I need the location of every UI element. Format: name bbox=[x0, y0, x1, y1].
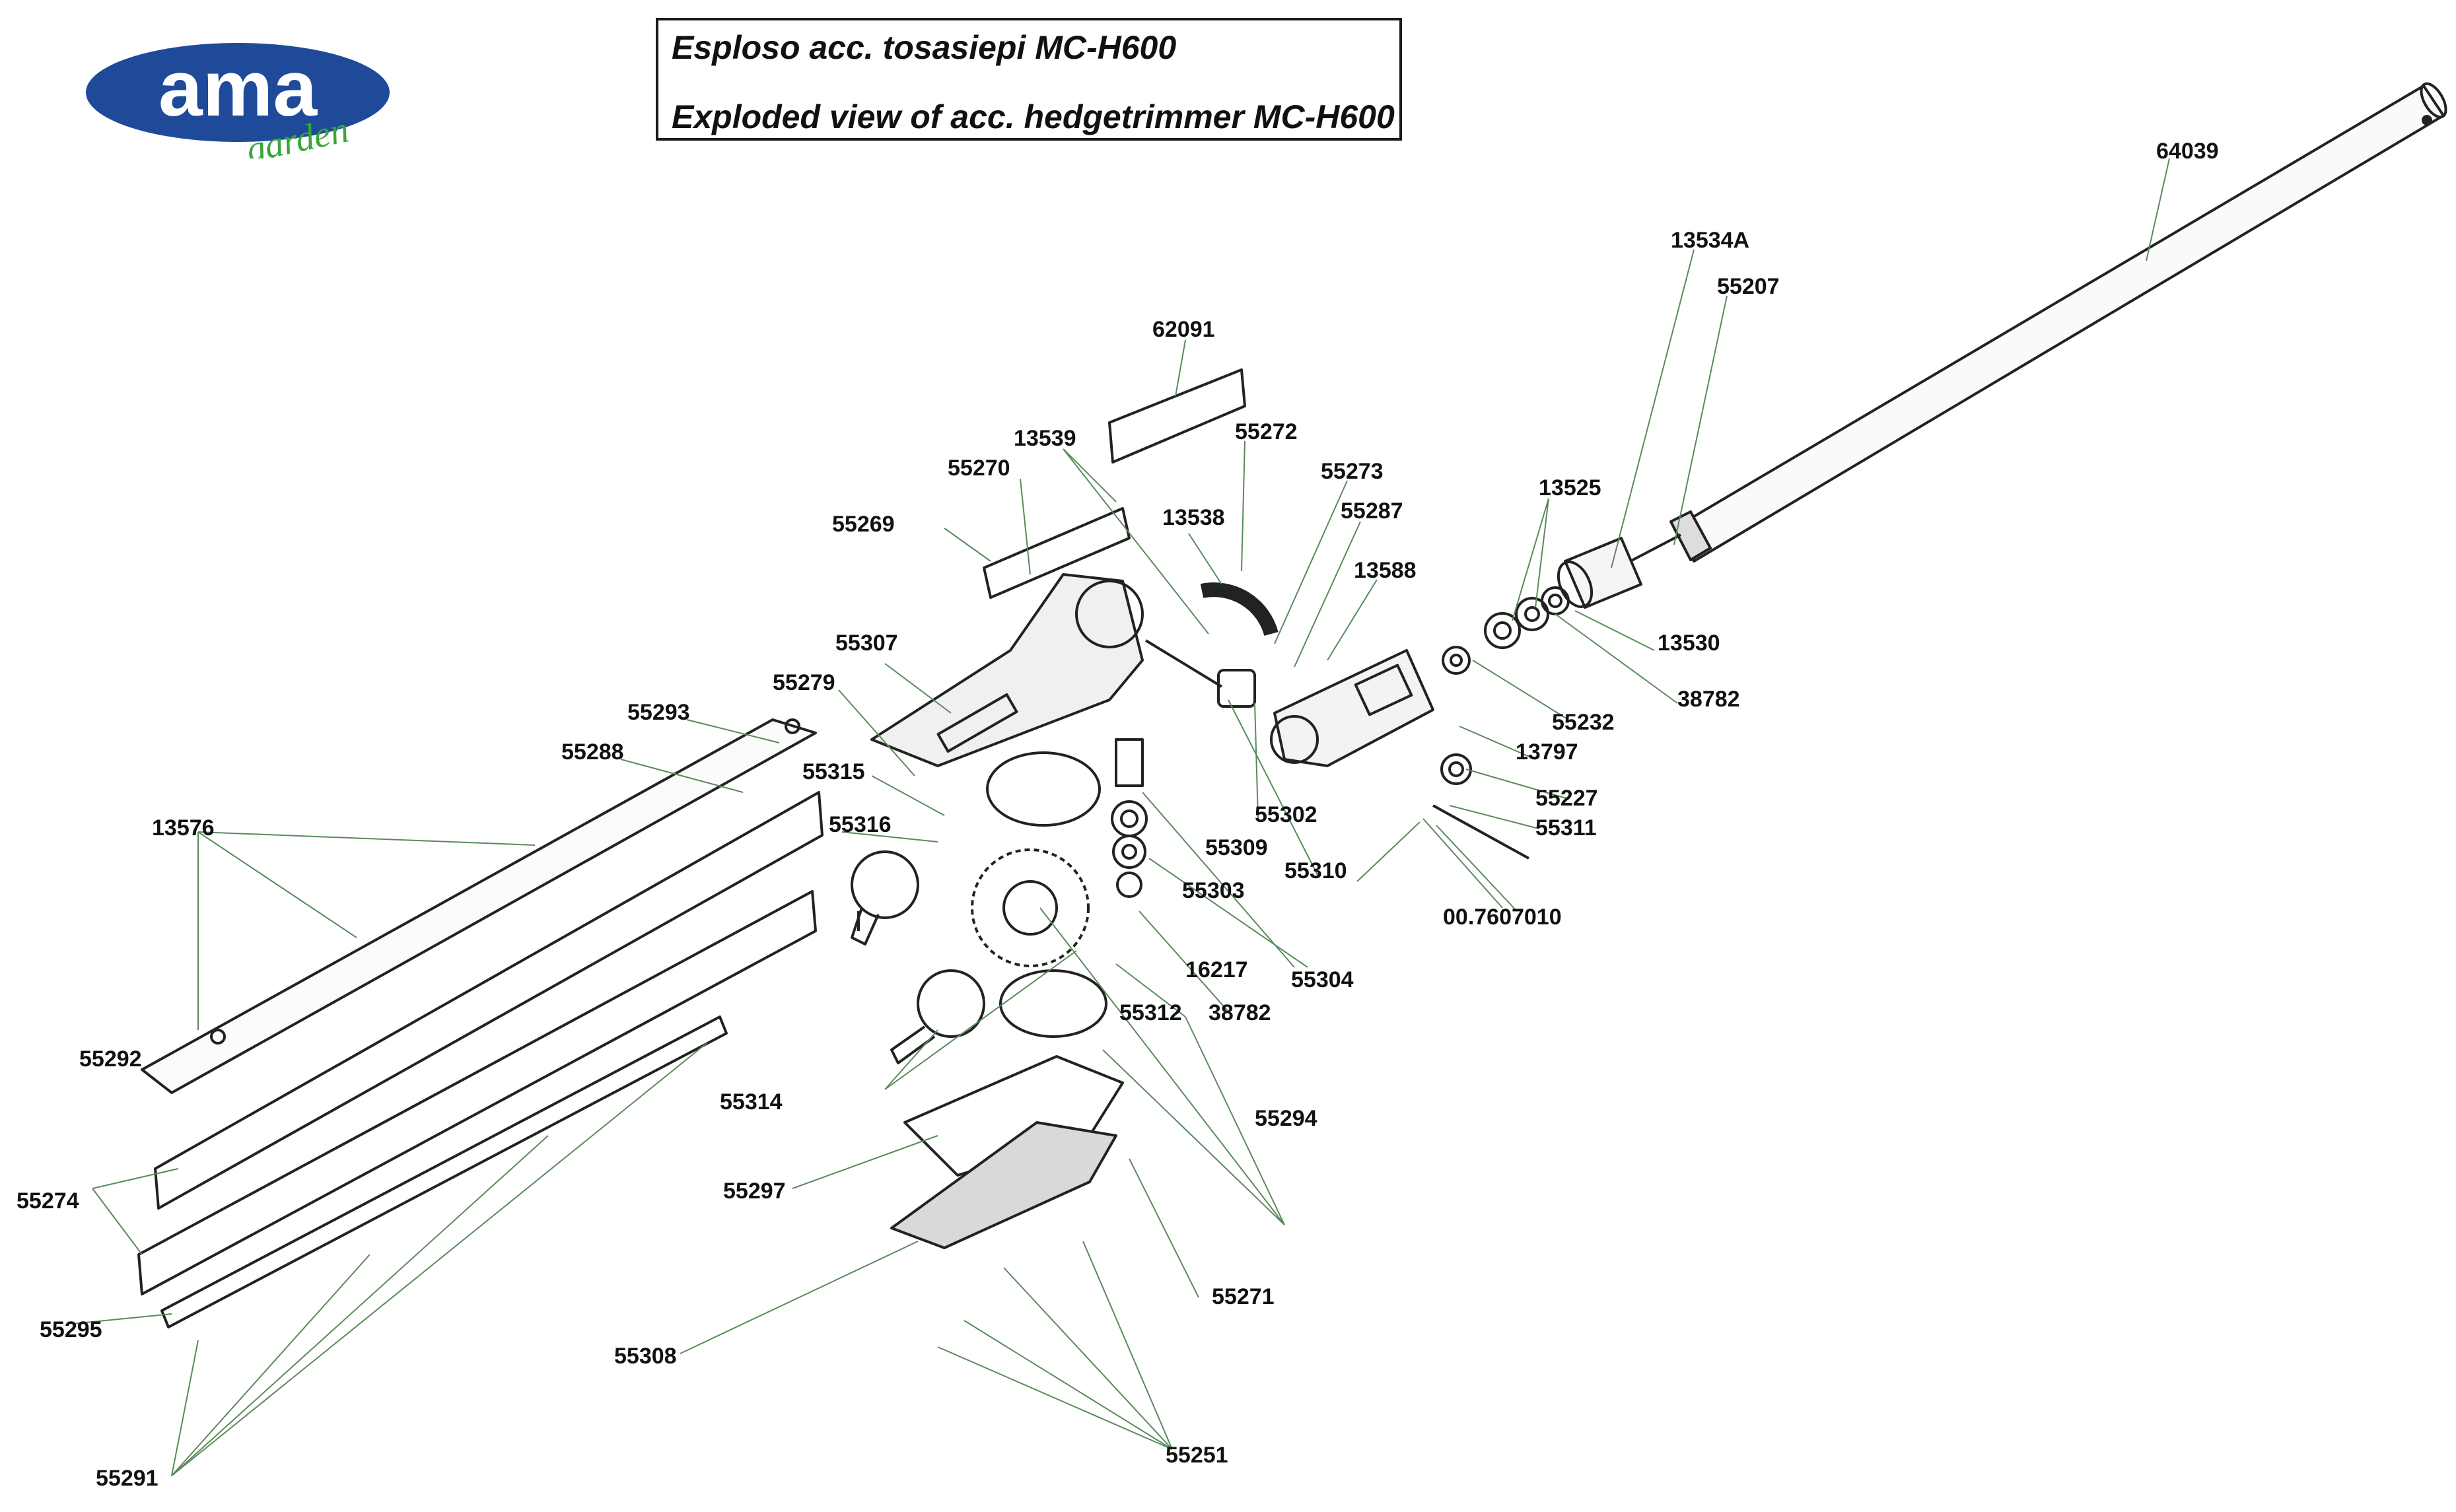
part-label: 55302 bbox=[1255, 802, 1317, 827]
bottom-strip bbox=[160, 1015, 728, 1328]
coupling-sleeve bbox=[1557, 537, 1642, 609]
cutting-blades bbox=[137, 791, 824, 1295]
part-label: 55304 bbox=[1291, 967, 1354, 992]
part-label: 55314 bbox=[720, 1089, 783, 1115]
title-box: Esploso acc. tosasiepi MC-H600 Exploded … bbox=[656, 18, 1402, 141]
part-label: 55310 bbox=[1284, 858, 1347, 883]
part-label: 64039 bbox=[2156, 139, 2219, 164]
bearing-stack bbox=[1111, 738, 1148, 898]
part-label: 13588 bbox=[1354, 558, 1417, 583]
base-plate bbox=[890, 1055, 1124, 1249]
part-label: 55271 bbox=[1212, 1284, 1275, 1309]
connecting-rods bbox=[851, 850, 985, 1064]
part-label: 55287 bbox=[1341, 498, 1403, 524]
part-label: 55295 bbox=[40, 1317, 102, 1342]
ama-garden-logo: ama garden bbox=[86, 43, 390, 158]
part-label: 55308 bbox=[614, 1344, 677, 1369]
part-label: 55291 bbox=[96, 1466, 158, 1491]
part-label: 55269 bbox=[832, 512, 895, 537]
part-label: 55307 bbox=[835, 631, 898, 656]
part-label: 55303 bbox=[1182, 878, 1245, 903]
shaft-tube bbox=[1669, 82, 2447, 563]
c-ring bbox=[1200, 582, 1279, 636]
part-label: 38782 bbox=[1677, 687, 1740, 712]
crank-gear bbox=[971, 751, 1107, 1038]
part-label: 55288 bbox=[561, 739, 624, 765]
pinion-shaft bbox=[1144, 639, 1256, 708]
part-label: 13576 bbox=[152, 815, 215, 841]
long-bolt bbox=[1432, 804, 1529, 860]
title-english: Exploded view of acc. hedgetrimmer MC-H6… bbox=[672, 98, 1395, 135]
pad-strip bbox=[1108, 368, 1246, 464]
part-label: 55315 bbox=[802, 759, 865, 784]
part-label: 55279 bbox=[773, 670, 835, 695]
part-label: 55297 bbox=[723, 1179, 786, 1204]
gearbox-housing bbox=[870, 573, 1144, 767]
logo-brand-text: ama bbox=[158, 44, 318, 133]
part-label: 55207 bbox=[1717, 274, 1780, 299]
part-label: 55309 bbox=[1205, 835, 1268, 860]
part-label: 55272 bbox=[1235, 419, 1298, 444]
part-label: 38782 bbox=[1209, 1000, 1271, 1025]
gearbox-head bbox=[1270, 649, 1472, 785]
logo-oval bbox=[86, 43, 390, 142]
part-label: 55293 bbox=[627, 700, 690, 725]
part-label: 55227 bbox=[1535, 786, 1598, 811]
part-label: 00.7607010 bbox=[1443, 905, 1562, 930]
part-label: 55312 bbox=[1119, 1000, 1182, 1025]
part-label: 13539 bbox=[1014, 426, 1076, 451]
title-italian: Esploso acc. tosasiepi MC-H600 bbox=[672, 29, 1177, 66]
part-label: 55251 bbox=[1166, 1443, 1228, 1468]
part-label: 13797 bbox=[1516, 739, 1578, 765]
part-label: 55274 bbox=[17, 1188, 79, 1214]
bearing-set bbox=[1442, 586, 1570, 675]
guard-bar bbox=[141, 718, 817, 1094]
part-label: 13534A bbox=[1671, 228, 1749, 253]
part-label: 16217 bbox=[1185, 957, 1248, 982]
part-label: 55273 bbox=[1321, 459, 1384, 484]
part-label: 13525 bbox=[1539, 475, 1601, 500]
part-label: 55292 bbox=[79, 1047, 142, 1072]
part-label: 55232 bbox=[1552, 710, 1615, 735]
part-label: 55294 bbox=[1255, 1106, 1317, 1131]
part-label: 55270 bbox=[948, 456, 1010, 481]
part-label: 13538 bbox=[1162, 505, 1225, 530]
support-plate bbox=[983, 507, 1131, 599]
part-label: 55316 bbox=[829, 812, 892, 837]
part-label: 55311 bbox=[1535, 815, 1597, 841]
leader-lines bbox=[72, 158, 2170, 1476]
part-label: 13530 bbox=[1658, 631, 1720, 656]
part-label: 62091 bbox=[1152, 317, 1215, 342]
